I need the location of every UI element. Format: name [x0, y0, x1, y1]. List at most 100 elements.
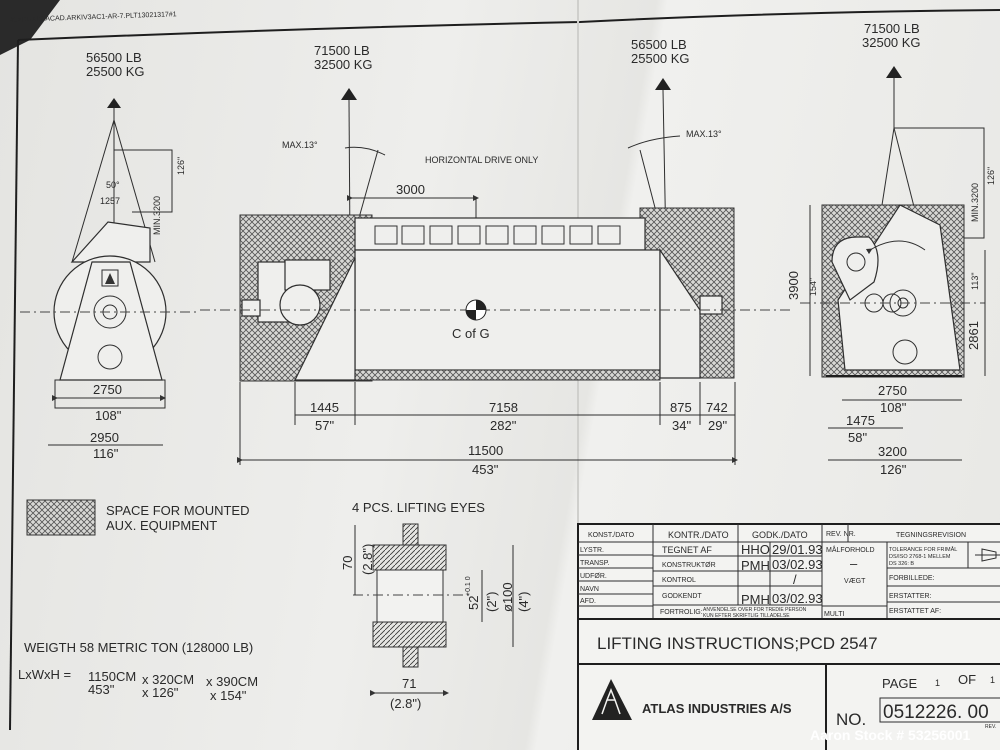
title-block-rows-1-label-label: KONSTRUKTØR — [662, 562, 716, 569]
title-block-multi-label: MULTI — [824, 611, 845, 618]
drawing-line — [354, 369, 661, 381]
left-view-base-mm-label: 2750 — [93, 382, 122, 397]
right-view-axis-mm-label: 2861 — [966, 321, 981, 350]
lifting-eyes-w-in-label: (2.8") — [390, 696, 421, 711]
drawing-line — [466, 300, 486, 320]
side-view-dims-0-in-label: 57" — [315, 418, 334, 433]
left-view-angle-label: 50° — [106, 180, 120, 190]
specs-dims-in-0-label: 453" — [88, 682, 115, 697]
title-block-headers-1-label: KONTR./DATO — [668, 530, 729, 540]
drawing-line — [402, 646, 419, 668]
lifting-eyes-title-label: 4 PCS. LIFTING EYES — [352, 500, 485, 515]
title-block-page-label: 1 — [935, 678, 940, 688]
side-view-dims-1-mm-label: 7158 — [489, 400, 518, 415]
drawing-line — [879, 697, 1000, 723]
title-block-headers-3-label: REV. NR. — [826, 531, 856, 538]
drawing-line — [372, 544, 447, 571]
title-block-rows-3-date-label: 03/02.93 — [772, 591, 823, 606]
side-view-max-angle-right-label: MAX.13° — [686, 129, 722, 139]
title-block-rev-label-label: REV. — [985, 724, 996, 730]
drawing-line — [105, 273, 115, 284]
drawing-line — [601, 687, 621, 715]
drawing-line — [284, 259, 331, 291]
right-view-axis-in-label: 113" — [970, 272, 980, 290]
side-view-overall-mm-label: 11500 — [468, 443, 503, 458]
title-block-pages-label: 1 — [990, 675, 995, 685]
drawing-line — [401, 225, 425, 245]
side-view-dims-3-mm-label: 742 — [706, 400, 728, 415]
title-block-vaegt-label: VÆGT — [844, 578, 866, 585]
specifications: WEIGTH 58 METRIC TON (128000 LB) LxWxH =… — [18, 640, 258, 703]
title-block-rows-3-label-label: GODKENDT — [662, 593, 702, 600]
side-view-load-right-kg-label: 25500 KG — [631, 51, 690, 66]
right-view-base-in-label: 108" — [880, 400, 907, 415]
drawing-line — [71, 119, 115, 263]
title-block-left-rows-4-label: AFD. — [580, 598, 596, 605]
lifting-eyes-h-in-label: (2.8") — [360, 544, 375, 575]
title-block-headers-2-label: GODK./DATO — [752, 530, 808, 540]
lift-arrow-icon — [107, 98, 121, 108]
drawing-line — [239, 382, 736, 465]
right-view-base-mm-label: 2750 — [878, 383, 907, 398]
side-view-overall-in-label: 453" — [472, 462, 499, 477]
lifting-eyes-bore-mm-label: 52 — [466, 596, 481, 610]
title-block-left-rows-2-label: UDFØR. — [580, 573, 607, 580]
legend-line2-label: AUX. EQUIPMENT — [106, 518, 217, 533]
title-block-rows-0-label-label: TEGNET AF — [662, 545, 712, 555]
title-block-tolerance2-label: DS/ISO 2768-1 MELLEM — [889, 554, 951, 560]
lifting-eyes-bore-tol-label: +0.1 0 — [465, 576, 472, 596]
drawing-line — [865, 240, 926, 255]
right-view-overall-in-label: 126" — [880, 462, 907, 477]
drawing-line — [569, 225, 593, 245]
drawing-line — [114, 149, 173, 213]
title-block-fortrolig-note1-label: ANVENDELSE OVER FOR TREDIE PERSON — [703, 607, 807, 613]
drawing-number: 0512226. 00 — [883, 702, 989, 723]
left-view-overall-in-label: 116" — [93, 446, 119, 461]
side-view-dims-0-mm-label: 1445 — [310, 400, 339, 415]
center-of-gravity-icon — [465, 299, 487, 321]
atlas-logo-icon — [592, 679, 632, 720]
drawing-line — [513, 225, 537, 245]
title-block-left-rows-3-label: NAVN — [580, 586, 599, 593]
lifting-eyes-h-mm-label: 70 — [340, 556, 355, 570]
title-block-headers-4-label: TEGNINGSREVISION — [896, 532, 966, 539]
title-block-rows-0-init-label: HHO — [741, 542, 770, 557]
title-block-fortrolig-note2-label: KUN EFTER SKRIFTLIG TILLADELSE — [703, 613, 790, 619]
specs-dims-label-label: LxWxH = — [18, 667, 71, 682]
side-view: 71500 LB 32500 KG MAX.13° 56500 LB 25500… — [200, 37, 790, 477]
specs-dims-cm-1-label: x 320CM — [142, 672, 194, 687]
drawing-line — [541, 225, 565, 245]
lifting-eyes-dia-in-label: (4") — [516, 591, 531, 612]
side-view-max-angle-left-label: MAX.13° — [282, 140, 318, 150]
specs-dims-in-1-label: x 126" — [142, 685, 179, 700]
side-view-dims-3-in-label: 29" — [708, 418, 727, 433]
legend-line1-label: SPACE FOR MOUNTED — [106, 503, 250, 518]
specs-dims-in-2-label: x 154" — [210, 688, 247, 703]
title-block-forbillede-label: FORBILLEDE: — [889, 575, 935, 582]
title-block-no-label-label: NO. — [836, 710, 866, 729]
drawing-line — [101, 269, 119, 287]
drawing-line — [699, 295, 723, 315]
right-view-offset-mm-label: 1475 — [846, 413, 875, 428]
left-end-view: 56500 LB 25500 KG 50° 1257 MIN.3200 126"… — [20, 50, 200, 461]
right-view-height-mm-label: 3900 — [786, 271, 801, 300]
side-view-note-label: HORIZONTAL DRIVE ONLY — [425, 155, 538, 165]
specs-dims-cm-0-label: 1150CM — [88, 669, 136, 684]
drawing-line — [846, 252, 866, 272]
drawing-line — [54, 379, 166, 409]
title-block-page-label-label: PAGE — [882, 676, 917, 691]
title-block-left-rows-1-label: TRANSP. — [580, 560, 609, 567]
side-view-dims-1-in-label: 282" — [490, 418, 517, 433]
side-view-dims-2-mm-label: 875 — [670, 400, 692, 415]
title-block-malforhold-value-label: – — [850, 556, 858, 571]
drawing-border-top — [17, 9, 1000, 41]
drawing-line — [597, 225, 621, 245]
left-view-overall-mm-label: 2950 — [90, 430, 119, 445]
background-shadow — [0, 0, 60, 55]
right-view-load-lb-label: 71500 LB — [864, 21, 920, 36]
right-view-offset-in-label: 58" — [848, 430, 867, 445]
left-view-load-kg-label: 25500 KG — [86, 64, 145, 79]
title-block-rows-2-label-label: KONTROL — [662, 577, 696, 584]
